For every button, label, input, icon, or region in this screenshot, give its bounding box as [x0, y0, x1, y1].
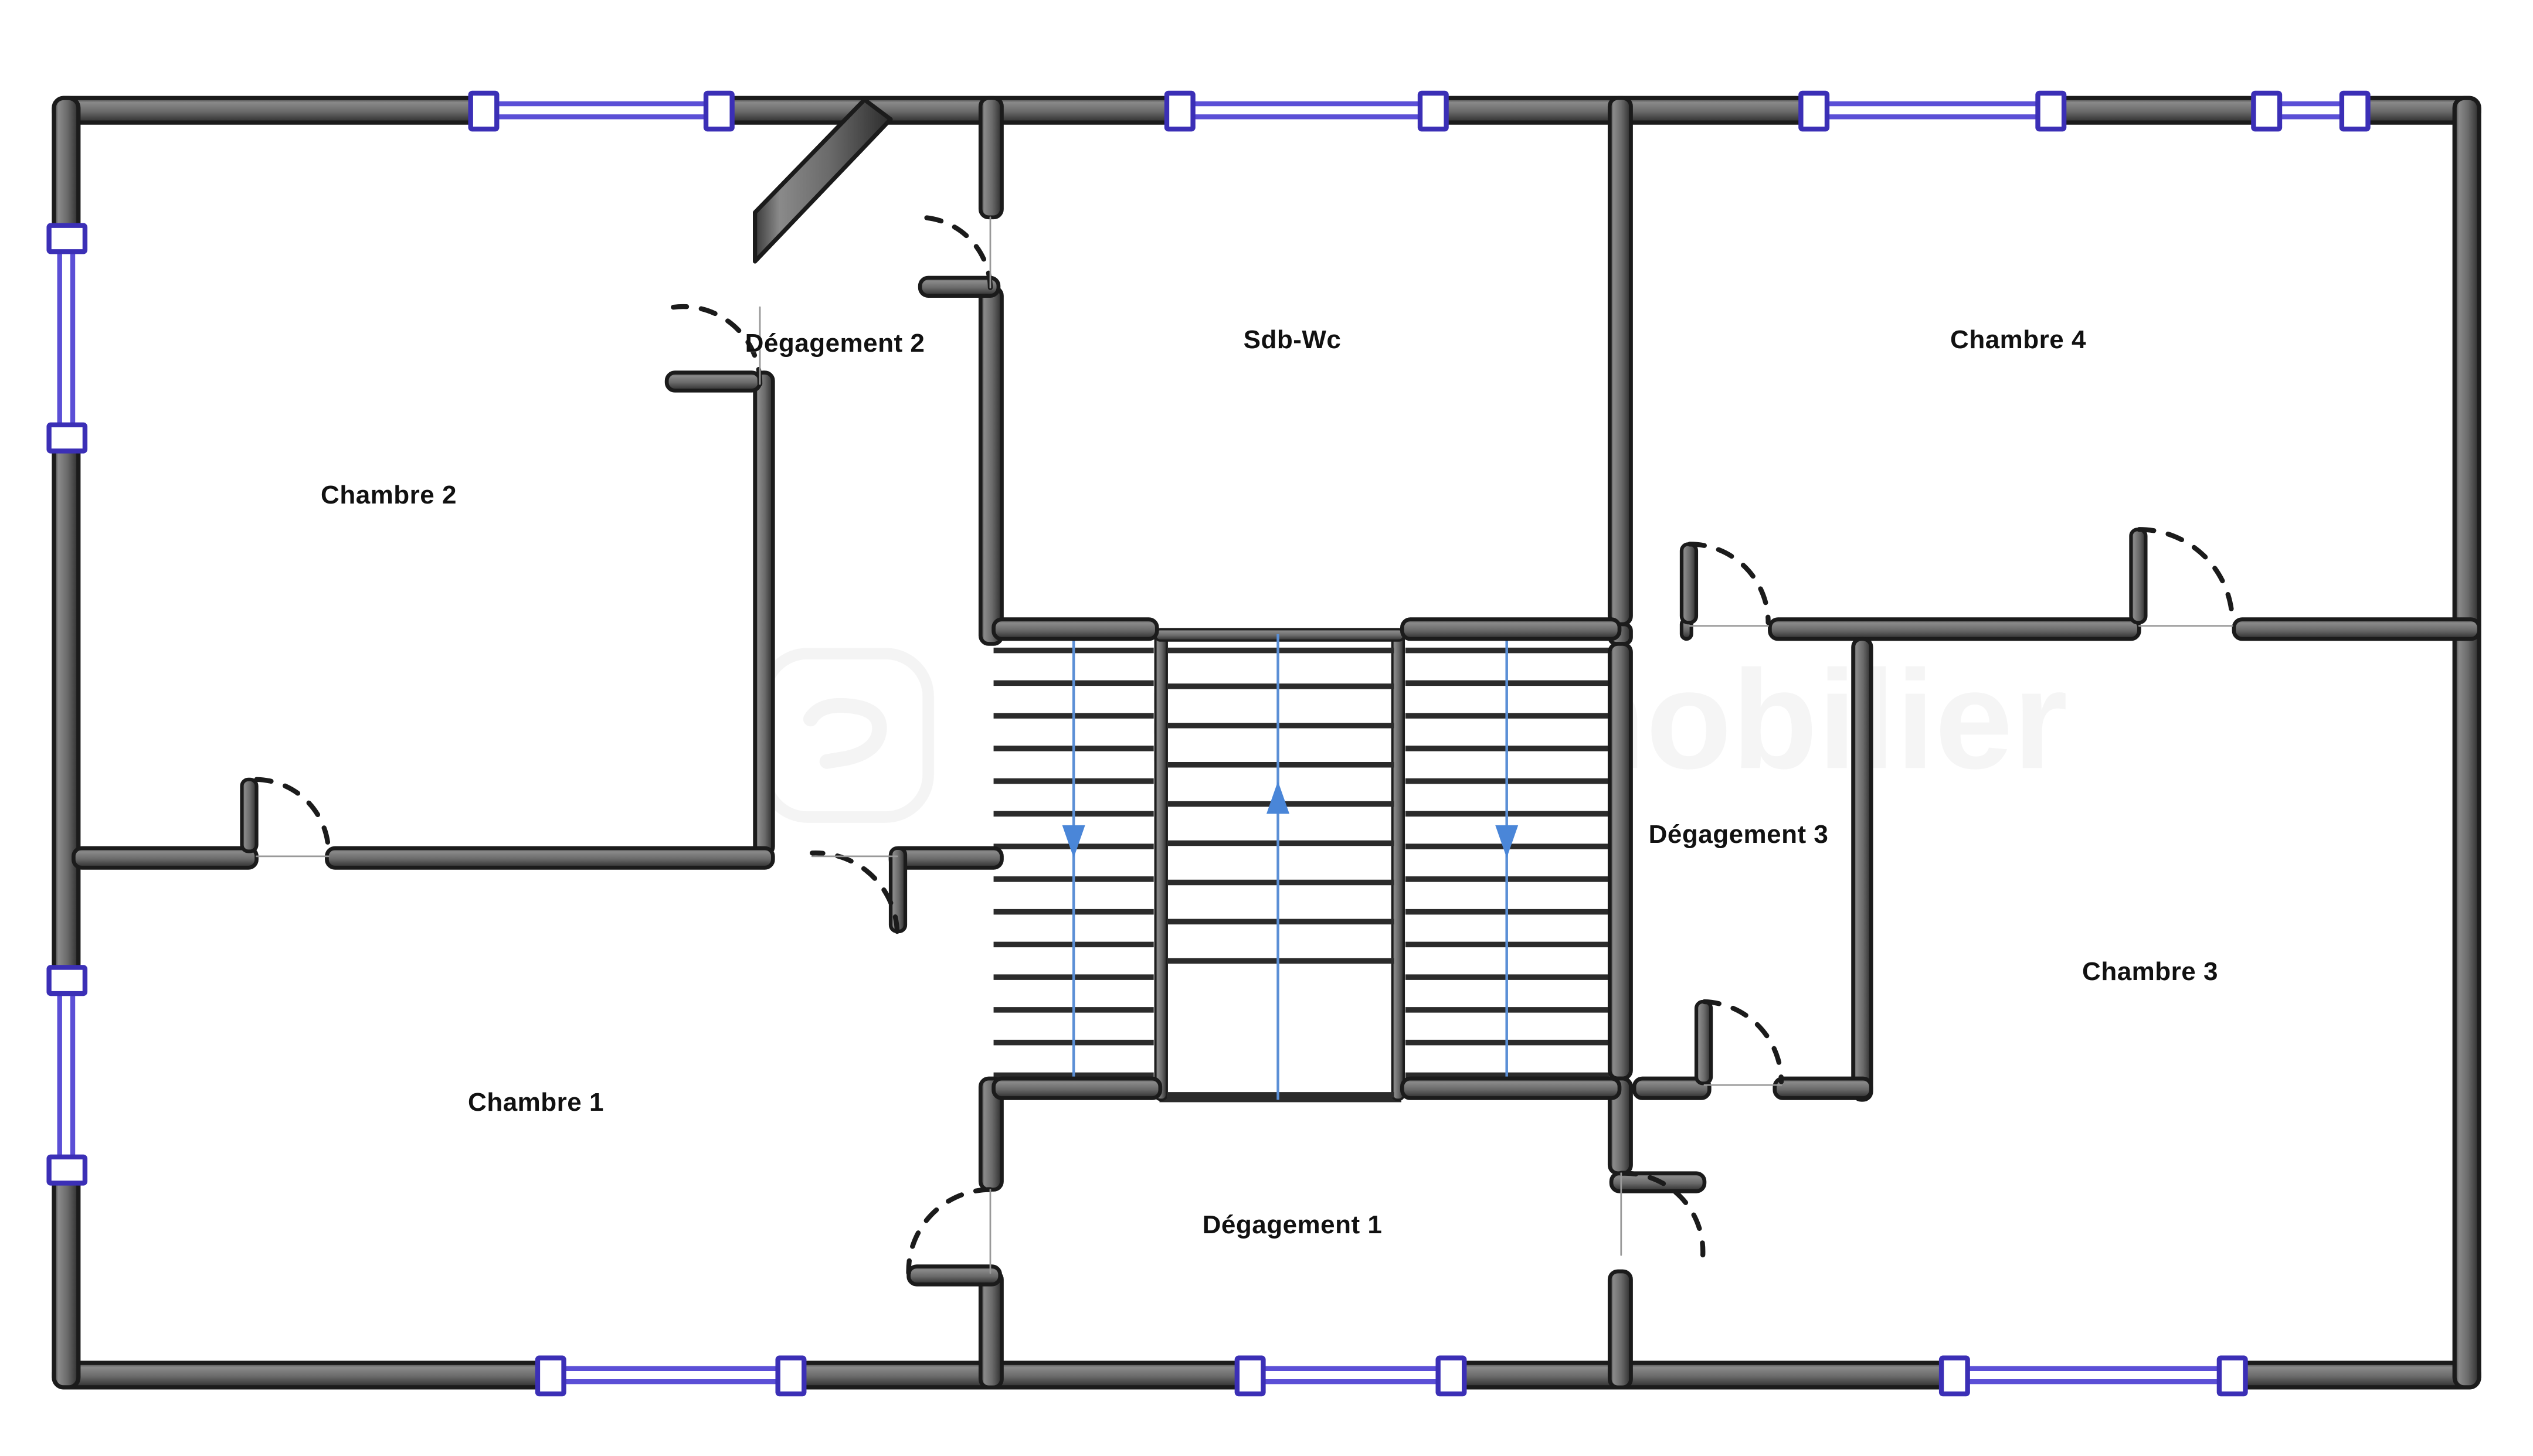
interior-wall-center-right: [1607, 96, 1633, 1390]
wall-stub-degagement2-bottom: [664, 370, 762, 393]
interior-wall-chambre1-top: [72, 846, 1004, 870]
window-top-chambre4-b: [2251, 90, 2371, 132]
wall-degagement3-bottom-right: [1773, 1076, 1873, 1100]
stair-flight-right: [1405, 640, 1610, 1098]
diagonal-wall-degagement2: [753, 97, 893, 264]
door-jamb-chambre2-bottom: [240, 777, 259, 853]
exterior-wall-right: [2452, 96, 2481, 1390]
window-bottom-chambre3: [1938, 1355, 2248, 1397]
exterior-wall-top: [52, 96, 2481, 125]
window-bottom-degagement1: [1234, 1355, 1467, 1397]
wall-degagement3-bottom-left: [1632, 1076, 1712, 1100]
stairwell-wall-top-right: [1400, 617, 1622, 641]
stairwell-wall-bottom-left: [992, 1076, 1163, 1100]
door-jamb-chambre3: [1694, 999, 1713, 1086]
stairwell-wall-bottom-right: [1400, 1076, 1622, 1100]
interior-wall-chambre2-right: [753, 370, 775, 857]
interior-wall-degagement3-right: [1851, 637, 1873, 1102]
wall-stub-sdbwc-door: [918, 275, 1001, 298]
stair-flight-center: [1154, 628, 1405, 1103]
window-bottom-chambre1: [535, 1355, 807, 1397]
window-left-upper: [46, 223, 88, 454]
door-arc-degagement1-left: [906, 1187, 993, 1275]
interior-wall-chambre4-bottom: [1679, 617, 2481, 641]
stair-flight-left: [993, 640, 1154, 1098]
staircase: [993, 628, 1610, 1103]
stair-arrow-down-left: [1062, 825, 1085, 858]
window-top-chambre4-a: [1798, 90, 2067, 132]
door-arc-chambre4: [2137, 527, 2235, 625]
door-arc-sdbwc: [917, 215, 993, 290]
window-left-lower: [46, 965, 88, 1186]
door-arc-degagement1-right: [1618, 1171, 1706, 1258]
door-arc-chambre2: [254, 777, 331, 854]
stair-arrow-up-center: [1266, 781, 1290, 814]
window-top-chambre2: [468, 90, 735, 132]
door-arc-degagement3: [1687, 542, 1771, 625]
door-jamb-degagement3-top: [1679, 542, 1699, 625]
window-top-sdbwc: [1164, 90, 1449, 132]
door-jamb-chambre4: [2129, 528, 2148, 625]
door-arc-degagement2: [671, 304, 763, 387]
stair-arrow-down-right: [1495, 825, 1519, 858]
stairwell-wall-top-left: [992, 617, 1159, 641]
door-arc-chambre1: [810, 851, 900, 934]
wall-stub-degagement1-left: [906, 1264, 1003, 1287]
door-arc-chambre3: [1702, 999, 1784, 1084]
door-swings: [254, 215, 2235, 1275]
rounded-square-logo: [759, 648, 934, 823]
interior-wall-center-left: [978, 96, 1004, 1390]
windows: [46, 90, 2371, 1397]
